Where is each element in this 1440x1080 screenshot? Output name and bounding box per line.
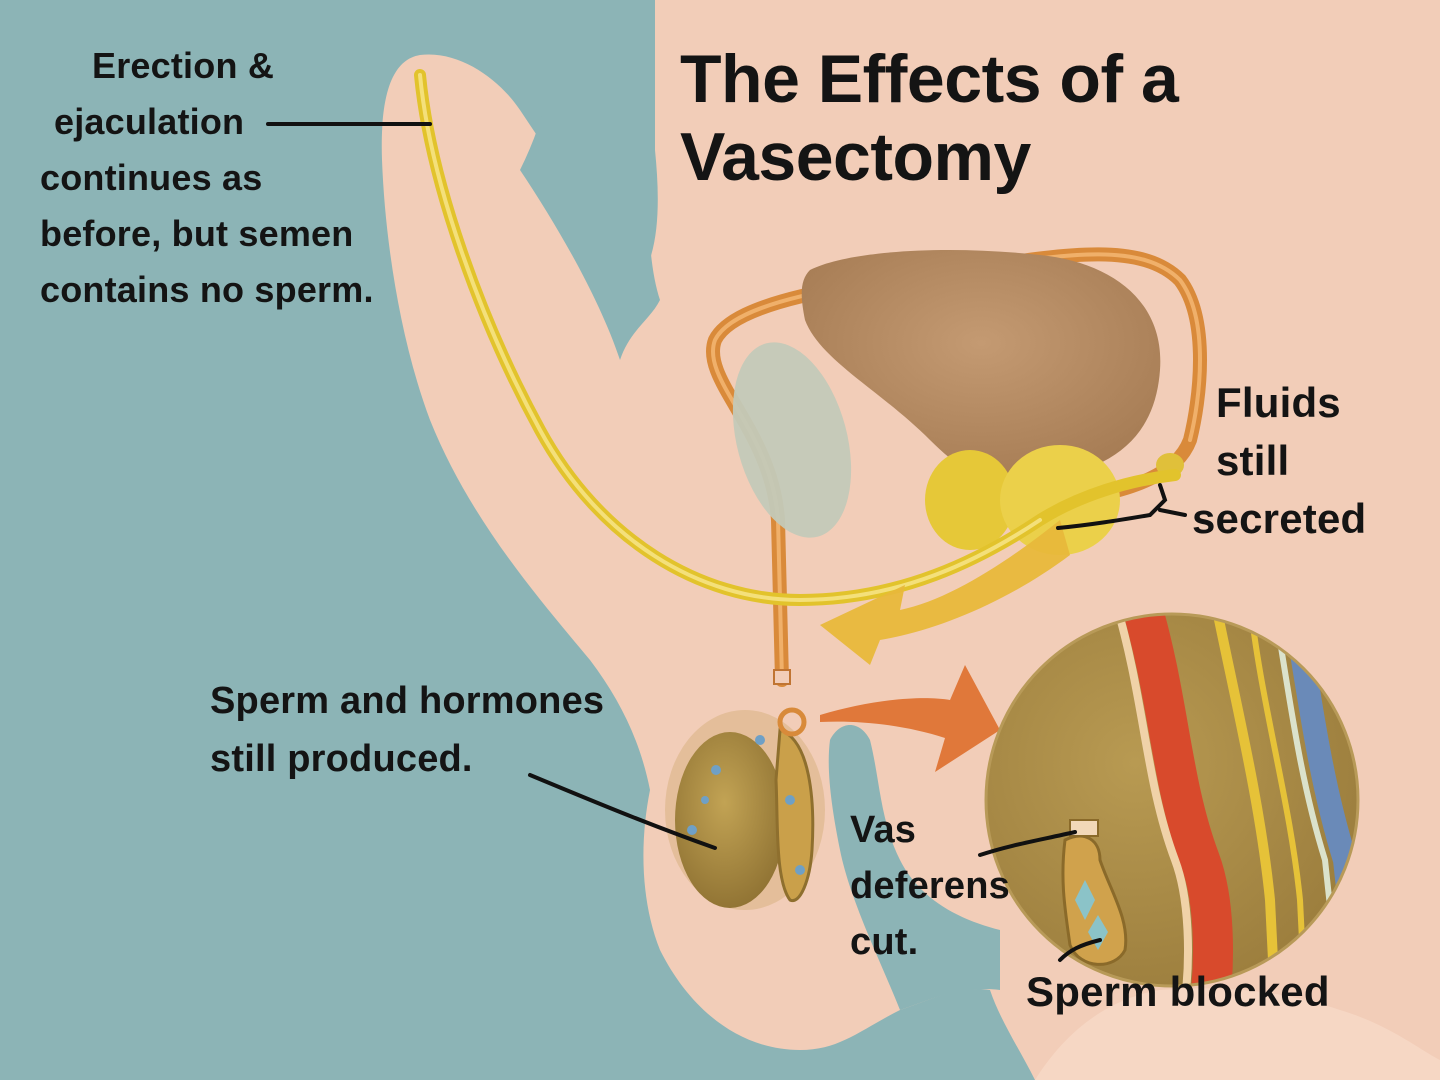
leader-sperm-hormones xyxy=(528,773,717,850)
background-notch xyxy=(520,0,660,360)
epididymis-head xyxy=(777,707,807,737)
title-line-1: The Effects of a xyxy=(680,41,1179,117)
leader-vas-cut xyxy=(978,830,1077,857)
urethra-highlight xyxy=(418,73,1042,603)
label-sperm-hormones: Sperm and hormones still produced. xyxy=(210,672,604,788)
erection-line-2: ejaculation xyxy=(54,101,245,142)
erection-line-5: contains no sperm. xyxy=(40,269,374,310)
zoom-artery xyxy=(1120,614,1233,986)
fluids-line-3: secreted xyxy=(1192,495,1367,542)
sperm-blocked-text: Sperm blocked xyxy=(1026,968,1330,1015)
title-line-2: Vasectomy xyxy=(680,119,1031,195)
leader-lines xyxy=(266,122,1187,962)
background-thigh-gap xyxy=(828,725,1000,1010)
leader-fluids xyxy=(1056,483,1187,530)
erection-line-1: Erection & xyxy=(92,45,275,86)
testis-tubule-dots xyxy=(687,735,805,875)
sperm-hormones-line-2: still produced. xyxy=(210,738,473,780)
ejaculation-flow-arrow xyxy=(820,520,1070,665)
label-fluids-secreted: Fluids still secreted xyxy=(1192,374,1366,548)
sperm-hormones-line-1: Sperm and hormones xyxy=(210,680,605,722)
erection-line-4: before, but semen xyxy=(40,213,354,254)
epididymis xyxy=(774,727,815,903)
fluids-line-2: still xyxy=(1216,437,1290,484)
vas-line-3: cut. xyxy=(850,921,919,963)
prostate xyxy=(925,450,1015,550)
leader-sperm-blocked xyxy=(1058,938,1102,962)
diagram-title: The Effects of a Vasectomy xyxy=(680,40,1179,196)
erection-line-3: continues as xyxy=(40,157,263,198)
vas-line-2: deferens xyxy=(850,865,1011,907)
label-vas-deferens-cut: Vas deferens cut. xyxy=(850,802,1010,970)
vas-line-1: Vas xyxy=(850,809,917,851)
label-erection-ejaculation: Erection & ejaculation continues as befo… xyxy=(40,38,374,318)
pubic-bone xyxy=(732,342,852,538)
background-light-patch xyxy=(1035,988,1440,1080)
vas-deferens-cut-end xyxy=(773,669,791,685)
zoom-nerve xyxy=(1210,614,1280,986)
zoom-pointer-arrow xyxy=(820,665,1000,772)
bladder xyxy=(801,250,1161,483)
testis xyxy=(675,732,785,908)
fluids-line-1: Fluids xyxy=(1216,379,1341,426)
label-sperm-blocked: Sperm blocked xyxy=(1026,966,1330,1018)
